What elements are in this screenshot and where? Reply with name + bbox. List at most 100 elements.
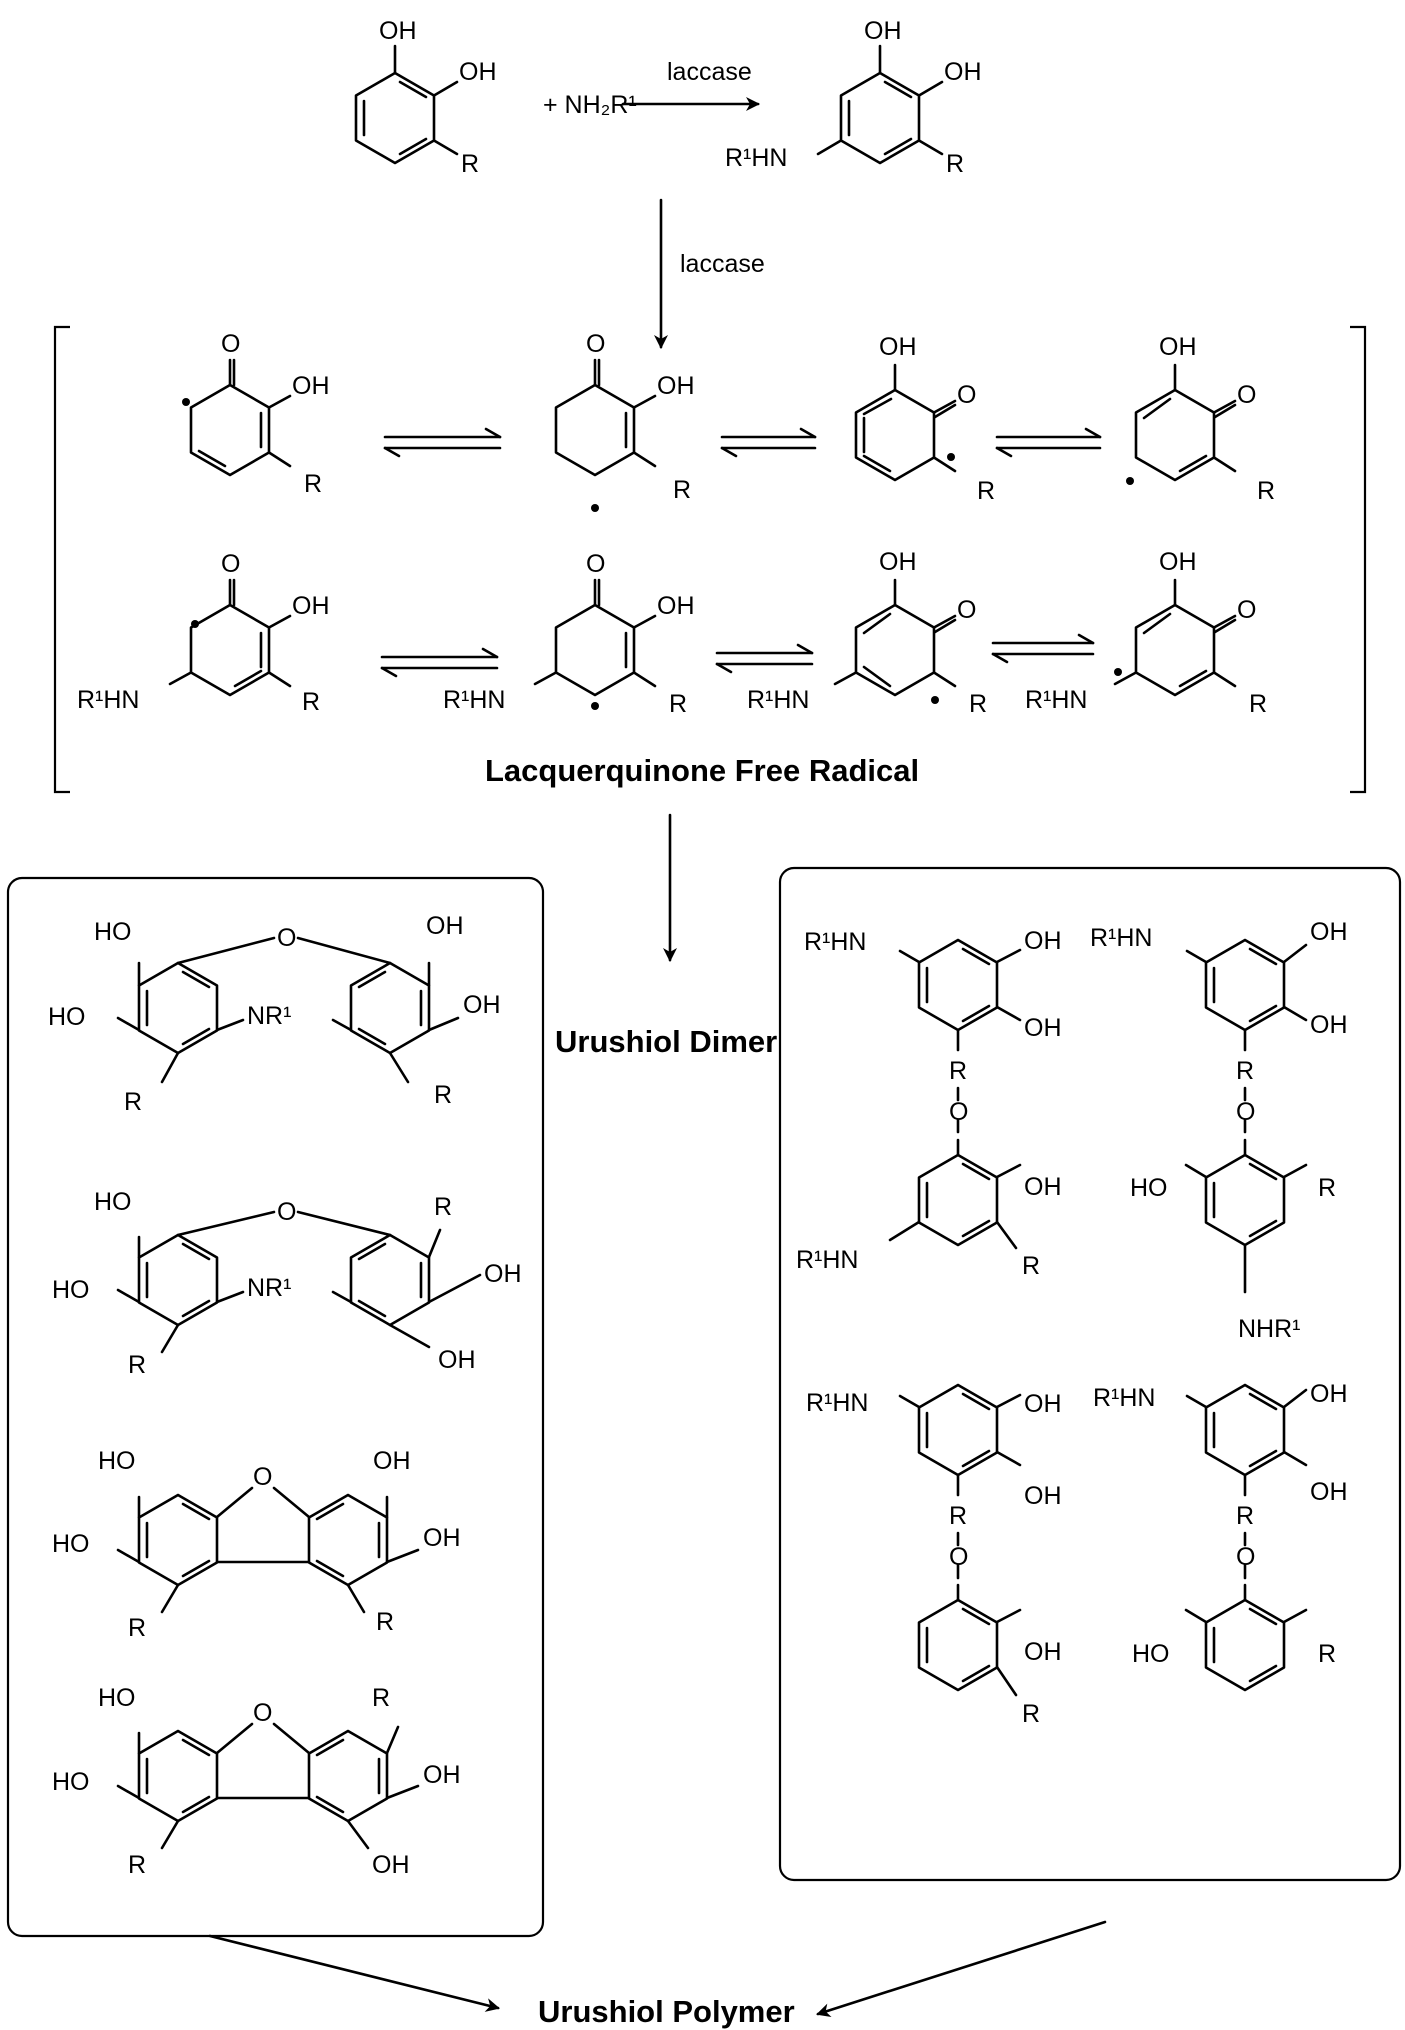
equilibrium-arrow [380, 647, 499, 678]
svg-text:O: O [253, 1463, 272, 1491]
svg-text:HO: HO [94, 918, 132, 946]
svg-text:R¹HN: R¹HN [443, 686, 506, 714]
svg-text:HO: HO [52, 1276, 90, 1304]
svg-text:R: R [1022, 1700, 1040, 1728]
svg-text:R¹HN: R¹HN [796, 1246, 859, 1274]
equilibrium-arrow [995, 427, 1102, 458]
radical-row1-d: OH O R [1126, 333, 1275, 505]
svg-text:OH: OH [1159, 333, 1197, 361]
svg-text:R¹HN: R¹HN [1090, 924, 1153, 952]
svg-text:OH: OH [1159, 548, 1197, 576]
ether-dimer-3: R¹HN OH OH R O OH R [806, 1383, 1062, 1728]
svg-text:OH: OH [372, 1851, 410, 1879]
radical-title: Lacquerquinone Free Radical [485, 753, 919, 788]
svg-text:O: O [1237, 381, 1256, 409]
svg-text:HO: HO [52, 1768, 90, 1796]
svg-text:R: R [1257, 477, 1275, 505]
svg-text:O: O [277, 924, 296, 952]
svg-text:OH: OH [373, 1447, 411, 1475]
svg-text:O: O [221, 550, 240, 578]
svg-text:R: R [969, 690, 987, 718]
svg-text:O: O [1236, 1543, 1255, 1571]
svg-text:OH: OH [1310, 1011, 1348, 1039]
svg-text:R: R [376, 1608, 394, 1636]
radical-row2-c: OH O R R¹HN [747, 548, 987, 718]
svg-text:OH: OH [1310, 918, 1348, 946]
equilibrium-arrow [383, 427, 502, 458]
svg-text:R: R [669, 690, 687, 718]
svg-text:O: O [586, 550, 605, 578]
svg-text:OH: OH [463, 991, 501, 1019]
svg-text:O: O [957, 381, 976, 409]
svg-text:R¹HN: R¹HN [77, 686, 140, 714]
svg-text:NR¹: NR¹ [247, 1274, 291, 1302]
svg-text:R: R [1236, 1502, 1254, 1530]
svg-text:OH: OH [438, 1346, 476, 1374]
svg-text:HO: HO [1132, 1640, 1170, 1668]
svg-text:OH: OH [423, 1761, 461, 1789]
radical-row2-d: OH O R R¹HN [1025, 548, 1267, 718]
svg-text:OH: OH [864, 17, 902, 45]
svg-text:OH: OH [423, 1524, 461, 1552]
svg-text:R: R [673, 476, 691, 504]
svg-text:OH: OH [1024, 1390, 1062, 1418]
svg-text:OH: OH [944, 58, 982, 86]
arrow-left-to-polymer [208, 1934, 500, 2012]
svg-text:R¹HN: R¹HN [806, 1389, 869, 1417]
svg-text:OH: OH [657, 372, 695, 400]
equilibrium-arrow [715, 643, 814, 674]
bracket-left [53, 325, 70, 794]
polymer-title: Urushiol Polymer [538, 1994, 795, 2029]
radical-row2-a: O OH R R¹HN [77, 550, 330, 716]
svg-text:OH: OH [1024, 1173, 1062, 1201]
aminocatechol-product: OH OH R R¹HN [725, 17, 982, 178]
svg-text:OH: OH [292, 592, 330, 620]
radical-row2-b: O OH R R¹HN [443, 550, 695, 718]
svg-text:HO: HO [98, 1447, 136, 1475]
svg-text:O: O [253, 1699, 272, 1727]
ether-dimer-2: R¹HN OH OH R O HO R NHR¹ [1090, 918, 1348, 1343]
svg-text:R: R [434, 1081, 452, 1109]
dibenzofuran-1: O HO OH HO OH R R [52, 1447, 461, 1642]
radical-row1-b: O OH R [554, 330, 695, 512]
svg-text:HO: HO [1130, 1174, 1168, 1202]
svg-text:R¹HN: R¹HN [1093, 1384, 1156, 1412]
svg-text:OH: OH [1024, 1482, 1062, 1510]
plus-amine-label: + NH₂R¹ [543, 91, 637, 119]
svg-text:NR¹: NR¹ [247, 1002, 291, 1030]
svg-text:OH: OH [879, 548, 917, 576]
svg-text:OH: OH [379, 17, 417, 45]
svg-text:OH: OH [657, 592, 695, 620]
svg-text:R: R [949, 1057, 967, 1085]
svg-text:HO: HO [94, 1188, 132, 1216]
svg-text:OH: OH [879, 333, 917, 361]
svg-text:R: R [946, 150, 964, 178]
svg-text:O: O [221, 330, 240, 358]
svg-text:R: R [124, 1088, 142, 1116]
svg-text:R: R [1236, 1057, 1254, 1085]
svg-text:OH: OH [1024, 927, 1062, 955]
svg-text:OH: OH [459, 58, 497, 86]
svg-text:HO: HO [48, 1003, 86, 1031]
svg-text:R: R [1318, 1174, 1336, 1202]
svg-text:OH: OH [1024, 1638, 1062, 1666]
ether-dimer-1: R¹HN OH OH R O OH R R¹HN [796, 927, 1062, 1280]
equilibrium-arrow [720, 427, 817, 458]
svg-text:R¹HN: R¹HN [725, 144, 788, 172]
svg-text:O: O [277, 1198, 296, 1226]
svg-text:OH: OH [1310, 1380, 1348, 1408]
svg-text:O: O [957, 596, 976, 624]
svg-text:R: R [1022, 1252, 1040, 1280]
svg-text:R¹HN: R¹HN [804, 928, 867, 956]
ether-dimer-4: R¹HN OH OH R O HO R [1093, 1380, 1348, 1692]
dimer-title: Urushiol Dimer [555, 1024, 777, 1059]
laccase-label-top: laccase [667, 58, 752, 86]
laccase-label-down: laccase [680, 250, 765, 278]
svg-text:R: R [302, 688, 320, 716]
svg-text:R: R [977, 477, 995, 505]
svg-text:O: O [949, 1098, 968, 1126]
svg-text:R: R [128, 1851, 146, 1879]
svg-text:R: R [1318, 1640, 1336, 1668]
svg-text:O: O [1236, 1098, 1255, 1126]
